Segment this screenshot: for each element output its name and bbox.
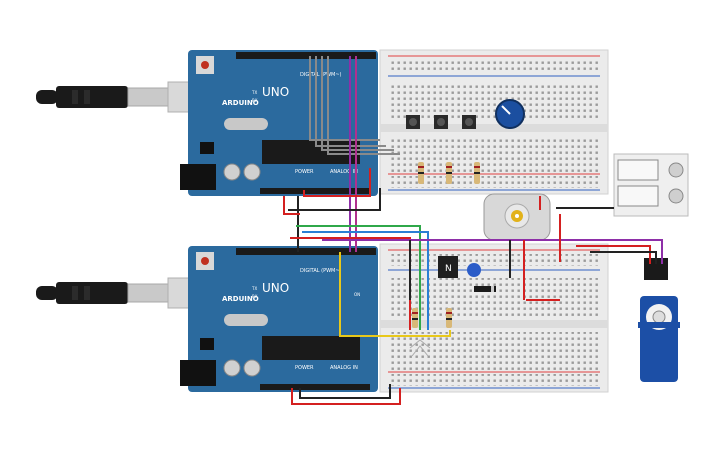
power-header-label: POWER bbox=[295, 365, 314, 371]
battery-pack[interactable] bbox=[613, 153, 689, 217]
brand-label: ARDUINO bbox=[222, 99, 259, 107]
model-label: UNO bbox=[262, 85, 289, 99]
usb-cable-bottom[interactable] bbox=[36, 277, 205, 309]
breadboard-bottom[interactable] bbox=[379, 243, 609, 393]
resistor-top-3[interactable] bbox=[474, 162, 480, 184]
npn-transistor[interactable]: N bbox=[438, 256, 458, 278]
analog-header-label: ANALOG IN bbox=[330, 169, 358, 175]
resistor-top-1[interactable] bbox=[418, 162, 424, 184]
resistor-bottom-1[interactable] bbox=[412, 308, 418, 328]
wire-bundle[interactable] bbox=[283, 56, 663, 405]
model-label: UNO bbox=[262, 281, 289, 295]
breadboard-top[interactable] bbox=[379, 49, 609, 195]
diode[interactable] bbox=[474, 286, 496, 292]
arduino-board-bottom[interactable]: ARDUINO UNO DIGITAL (PWM~) POWER ANALOG … bbox=[180, 246, 378, 392]
transistor-label: N bbox=[445, 264, 452, 274]
dc-motor[interactable] bbox=[483, 193, 551, 241]
power-header-label: POWER bbox=[295, 169, 314, 175]
analog-header-label: ANALOG IN bbox=[330, 365, 358, 371]
rx-label: RX bbox=[252, 98, 258, 103]
servo-motor[interactable] bbox=[638, 258, 680, 382]
brand-label: ARDUINO bbox=[222, 295, 259, 303]
capacitor[interactable] bbox=[467, 263, 481, 277]
potentiometer[interactable] bbox=[495, 99, 525, 129]
resistor-bottom-2[interactable] bbox=[446, 308, 452, 328]
digital-header-label: DIGITAL (PWM~) bbox=[300, 268, 342, 274]
rx-label: RX bbox=[252, 294, 258, 299]
pushbutton-1[interactable] bbox=[406, 115, 420, 129]
digital-header-label: DIGITAL (PWM~) bbox=[300, 72, 342, 78]
tx-label: TX bbox=[251, 90, 257, 95]
pushbutton-3[interactable] bbox=[462, 115, 476, 129]
arduino-board-top[interactable]: ARDUINO UNO DIGITAL (PWM~) POWER ANALOG … bbox=[180, 50, 378, 196]
usb-cable-top[interactable] bbox=[36, 81, 205, 113]
on-label: ON bbox=[354, 292, 360, 297]
led-ir[interactable] bbox=[409, 339, 431, 357]
resistor-top-2[interactable] bbox=[446, 162, 452, 184]
tx-label: TX bbox=[251, 286, 257, 291]
pushbutton-2[interactable] bbox=[434, 115, 448, 129]
